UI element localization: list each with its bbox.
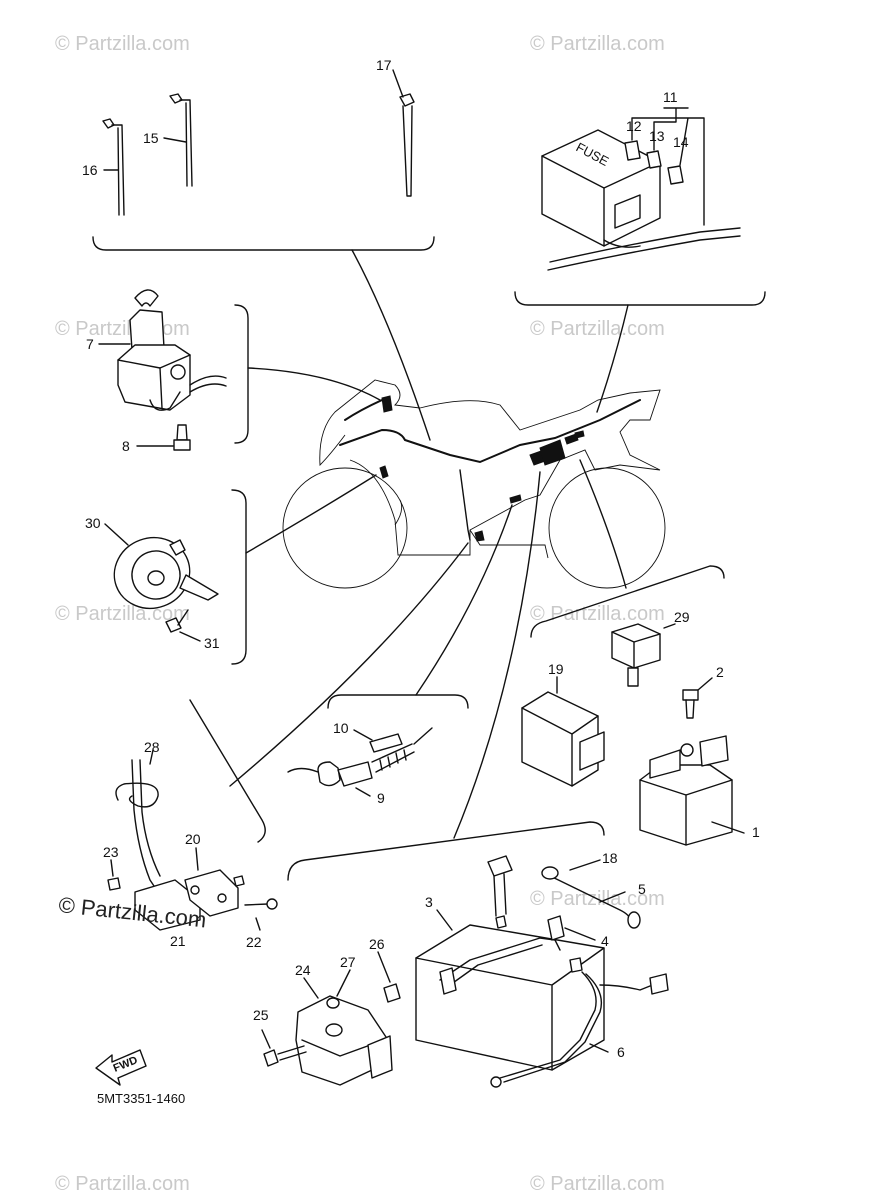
wiring-harness <box>339 395 641 542</box>
sensor-group <box>107 699 278 931</box>
callout-26: 26 <box>369 936 385 952</box>
callout-3: 3 <box>425 894 433 910</box>
watermark-mid-left: © Partzilla.com <box>55 318 190 340</box>
callout-17: 17 <box>376 57 392 73</box>
leader-lines <box>229 249 629 839</box>
callout-23: 23 <box>103 844 119 860</box>
diagram-code: 5MT3351-1460 <box>97 1091 185 1106</box>
callout-16: 16 <box>82 162 98 178</box>
watermark-foot-left: © Partzilla.com <box>55 1173 190 1195</box>
cable-ties-group <box>92 69 435 251</box>
callout-27: 27 <box>340 954 356 970</box>
watermark-foot-right: © Partzilla.com <box>530 1173 665 1195</box>
callout-9: 9 <box>377 790 385 806</box>
motorcycle-outline <box>282 379 666 589</box>
callout-4: 4 <box>601 933 609 949</box>
callout-5: 5 <box>638 881 646 897</box>
callout-18: 18 <box>602 850 618 866</box>
callout-15: 15 <box>143 130 159 146</box>
fwd-arrow-icon: FWD <box>95 1049 147 1086</box>
watermark-lower-right: © Partzilla.com <box>530 603 665 625</box>
callout-22: 22 <box>246 934 262 950</box>
ignition-switch-group <box>98 289 249 451</box>
callout-11: 11 <box>663 89 678 105</box>
callout-31: 31 <box>204 635 220 651</box>
callout-29: 29 <box>674 609 690 625</box>
callout-2: 2 <box>716 664 724 680</box>
fuse-box-group: FUSE <box>514 107 766 306</box>
callout-21: 21 <box>170 933 186 949</box>
callout-1: 1 <box>752 824 760 840</box>
callout-10: 10 <box>333 720 349 736</box>
callout-7: 7 <box>86 336 94 352</box>
callout-8: 8 <box>122 438 130 454</box>
watermark-mid-right: © Partzilla.com <box>530 318 665 340</box>
battery-group <box>261 821 669 1088</box>
callout-28: 28 <box>144 739 160 755</box>
callout-6: 6 <box>617 1044 625 1060</box>
watermark-top-left: © Partzilla.com <box>55 33 190 55</box>
callout-12: 12 <box>626 118 642 134</box>
callout-24: 24 <box>295 962 311 978</box>
flasher-group <box>287 694 469 797</box>
callout-labels: 1 2 3 4 5 6 7 8 9 10 11 12 13 14 15 16 1… <box>82 57 760 1060</box>
callout-30: 30 <box>85 515 101 531</box>
callout-20: 20 <box>185 831 201 847</box>
watermark-top-right: © Partzilla.com <box>530 33 665 55</box>
callout-13: 13 <box>649 128 665 144</box>
horn-group <box>104 489 247 665</box>
callout-25: 25 <box>253 1007 269 1023</box>
relay-group <box>521 565 745 846</box>
callout-19: 19 <box>548 661 564 677</box>
callout-14: 14 <box>673 134 689 150</box>
